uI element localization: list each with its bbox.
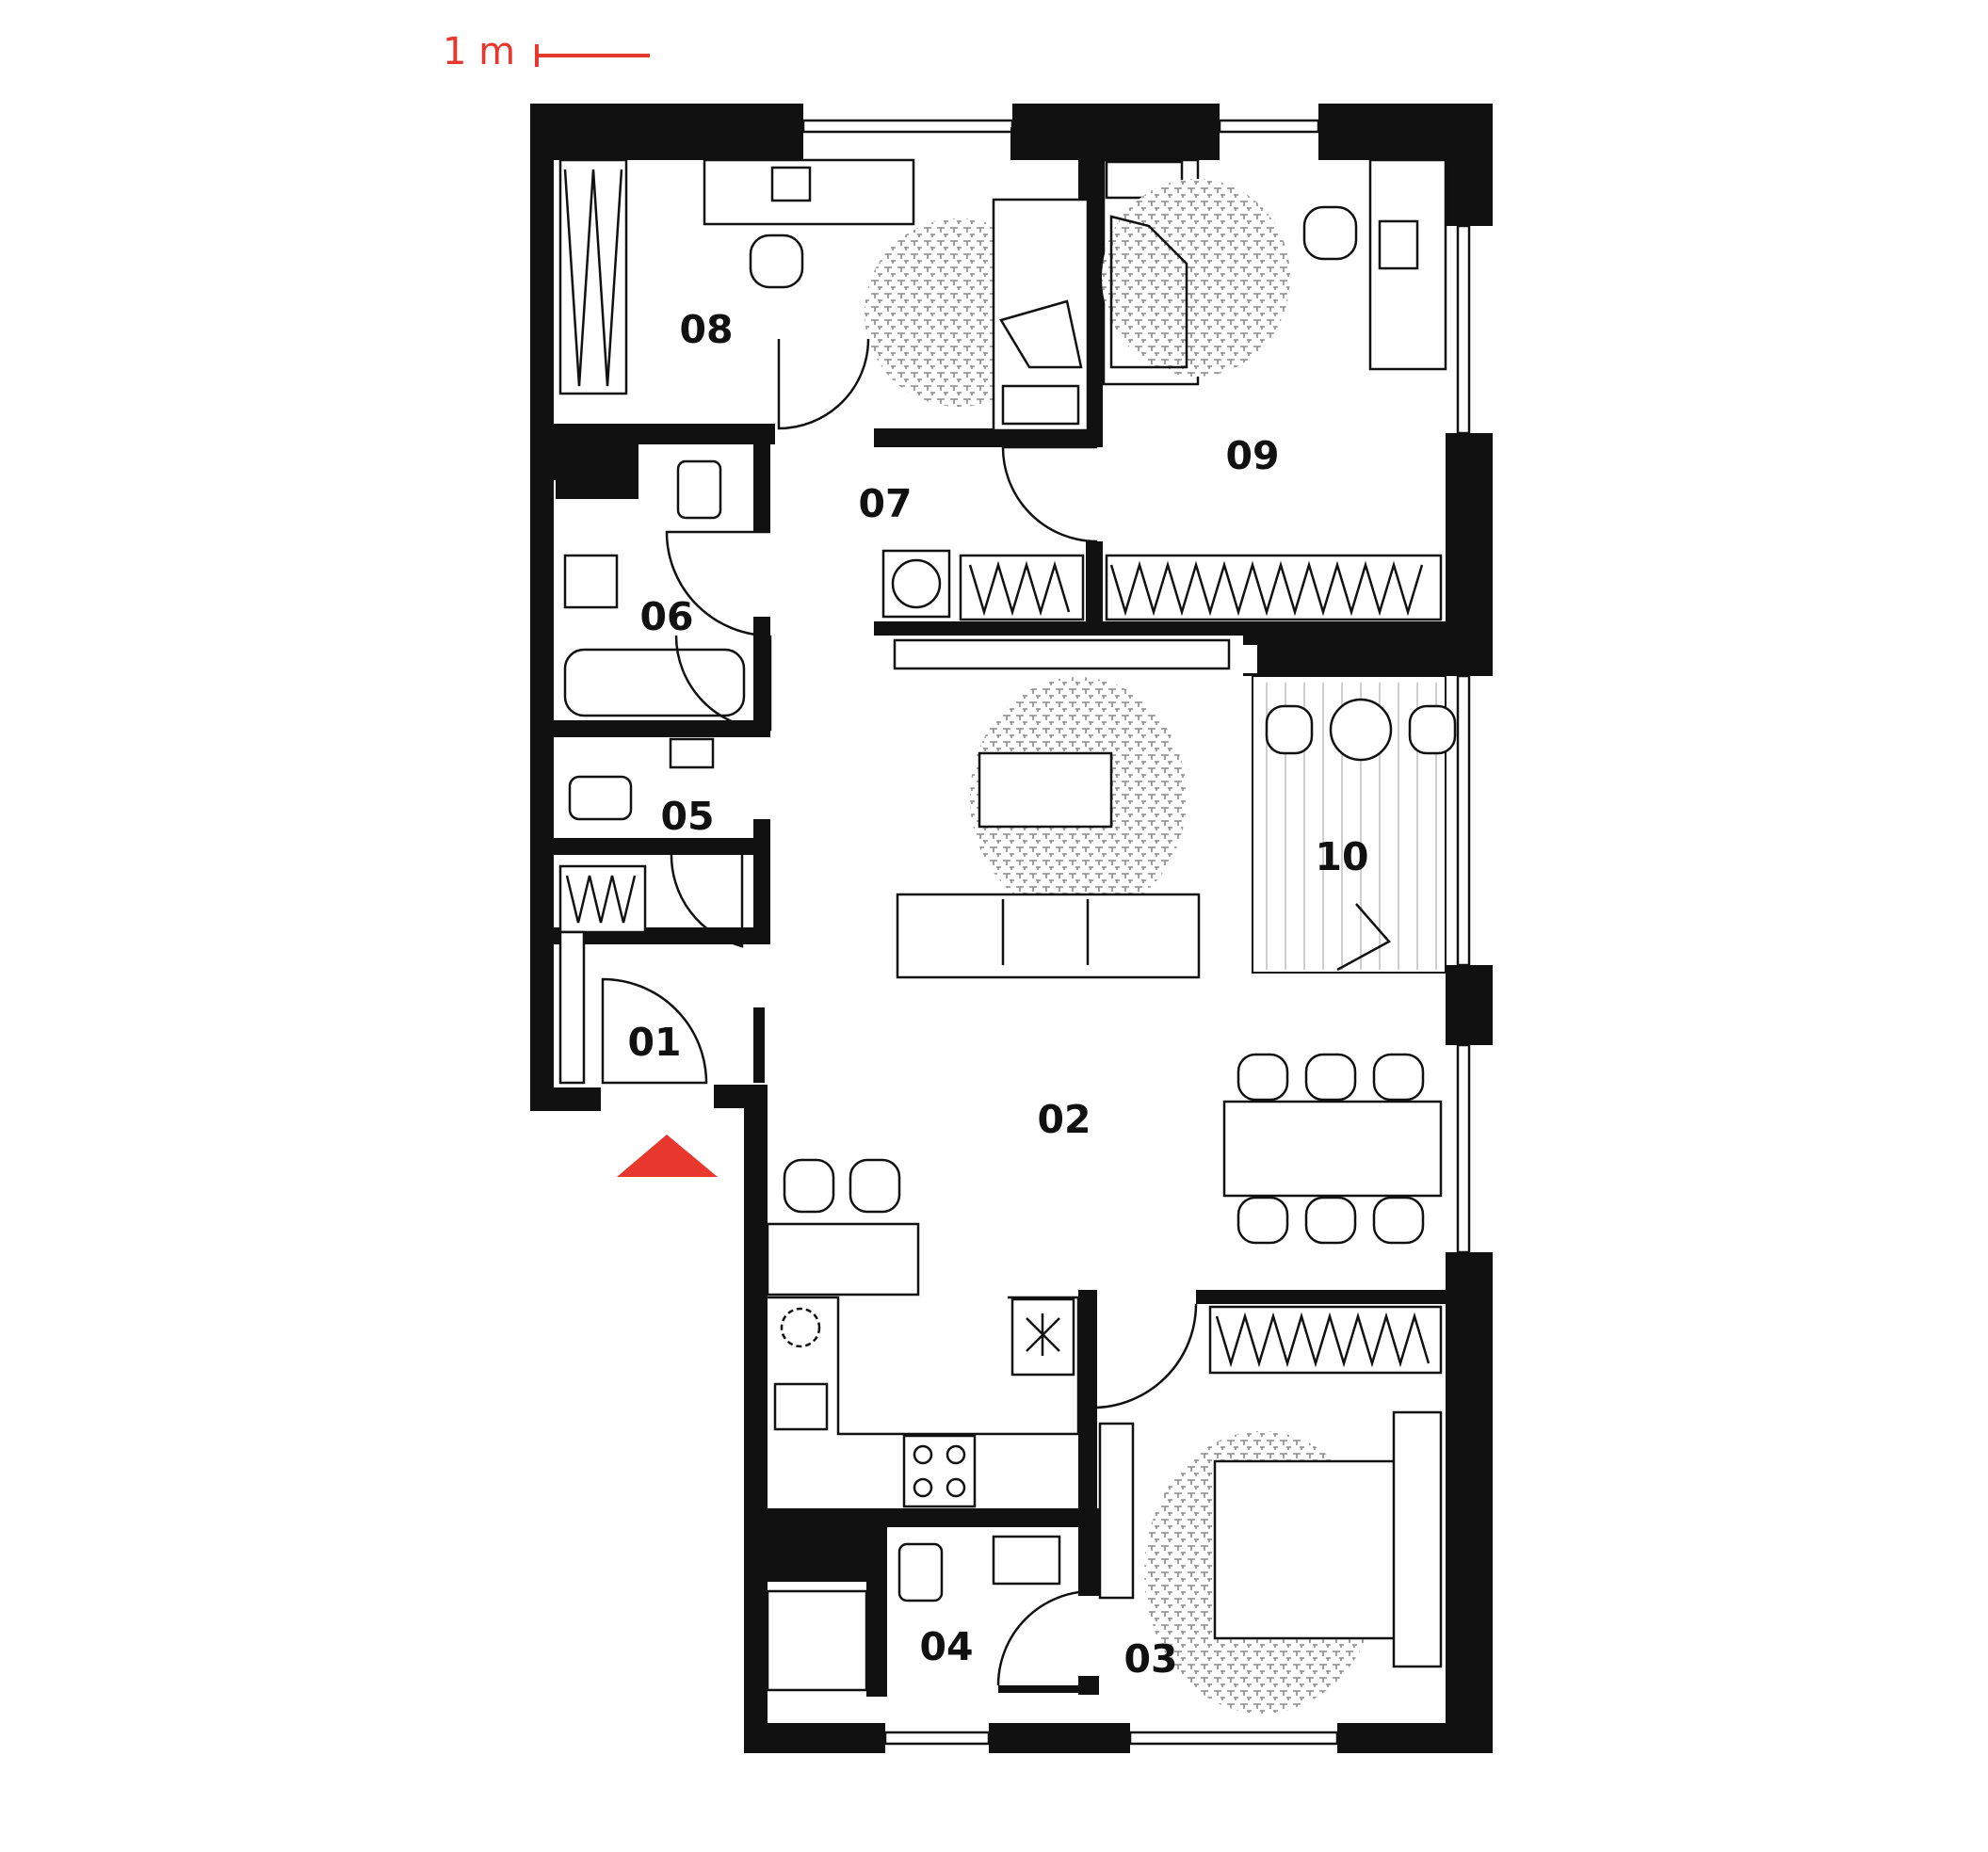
doors bbox=[601, 338, 1391, 1686]
entrance-arrow-icon bbox=[617, 1135, 718, 1177]
shoe-cabinet bbox=[558, 864, 647, 934]
bathtub bbox=[563, 648, 746, 717]
scale-bar-label: 1 m bbox=[443, 30, 515, 73]
room-08-furniture bbox=[558, 158, 1090, 432]
room-labels: 01 02 03 04 05 06 07 08 09 10 bbox=[627, 307, 1368, 1682]
room-05-furniture bbox=[568, 737, 715, 821]
washbasin bbox=[563, 554, 619, 609]
toilet bbox=[676, 459, 722, 520]
bed bbox=[1213, 1459, 1426, 1640]
desk-chair bbox=[1302, 205, 1358, 261]
wardrobe bbox=[959, 554, 1085, 621]
kitchen-island bbox=[766, 1222, 920, 1296]
room-label-06: 06 bbox=[639, 594, 693, 639]
washing-machine bbox=[881, 549, 951, 619]
room-03-furniture bbox=[1098, 1305, 1443, 1714]
room-label-09: 09 bbox=[1225, 433, 1279, 478]
balcony-chair bbox=[1265, 704, 1314, 755]
scale-bar-line bbox=[535, 44, 650, 67]
coat-rack bbox=[558, 930, 586, 1085]
balcony-table bbox=[1329, 698, 1393, 762]
toilet bbox=[568, 775, 633, 821]
wardrobe bbox=[558, 158, 628, 395]
dining-chairs bbox=[1236, 1053, 1425, 1245]
room-label-08: 08 bbox=[679, 307, 733, 352]
dresser bbox=[1098, 1422, 1135, 1600]
room-label-01: 01 bbox=[627, 1020, 681, 1065]
balcony-chair bbox=[1408, 704, 1457, 755]
dining-table bbox=[1222, 1100, 1443, 1198]
room-10-furniture bbox=[1252, 675, 1457, 974]
washbasin bbox=[669, 737, 715, 769]
room-label-07: 07 bbox=[858, 481, 912, 526]
room-04-furniture bbox=[766, 1535, 1061, 1692]
room-06-furniture bbox=[563, 459, 746, 717]
room-label-04: 04 bbox=[919, 1624, 973, 1669]
rug bbox=[1102, 179, 1290, 377]
toilet bbox=[897, 1542, 944, 1602]
headboard bbox=[1392, 1410, 1443, 1668]
bar-stool bbox=[783, 1158, 835, 1214]
room-label-03: 03 bbox=[1123, 1636, 1177, 1682]
shower bbox=[766, 1589, 868, 1692]
kitchen-counter bbox=[768, 1296, 1080, 1436]
room-09-furniture bbox=[1102, 158, 1447, 621]
tv-unit bbox=[893, 638, 1231, 670]
bar-stool bbox=[849, 1158, 901, 1214]
scale-bar: 1 m bbox=[443, 30, 650, 73]
washbasin bbox=[992, 1535, 1061, 1586]
sink bbox=[773, 1382, 829, 1431]
room-07-furniture bbox=[881, 549, 1085, 621]
cooktop bbox=[902, 1434, 977, 1508]
room-02-furniture bbox=[766, 638, 1443, 1508]
sofa bbox=[896, 893, 1201, 979]
room-01-furniture bbox=[558, 864, 647, 1085]
coffee-table bbox=[978, 751, 1113, 829]
wardrobe bbox=[1208, 1305, 1443, 1375]
desk-chair bbox=[749, 234, 804, 289]
room-label-10: 10 bbox=[1315, 834, 1368, 879]
windows bbox=[801, 119, 1471, 1746]
walls bbox=[530, 104, 1493, 1753]
room-label-02: 02 bbox=[1037, 1097, 1091, 1142]
room-label-05: 05 bbox=[660, 794, 714, 839]
